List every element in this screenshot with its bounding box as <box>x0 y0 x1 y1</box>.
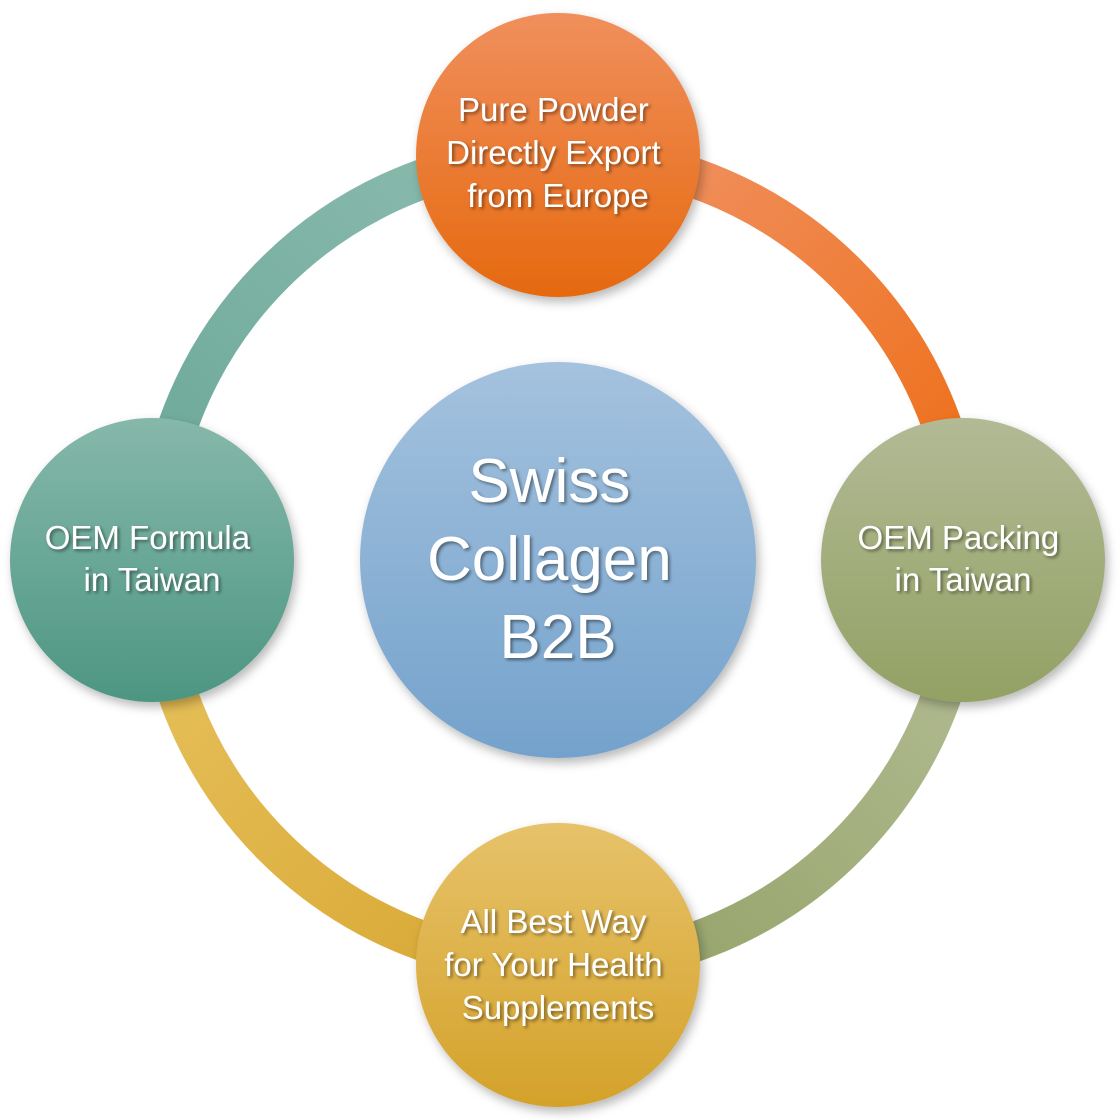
node-bottom-line-2: for Your Health <box>444 946 662 983</box>
node-bottom-circle <box>416 823 700 1107</box>
node-right: OEM Packing in Taiwan <box>821 418 1105 702</box>
node-right-label: OEM Packing in Taiwan <box>858 519 1069 598</box>
node-top-line-1: Pure Powder <box>458 91 649 128</box>
node-bottom-line-3: Supplements <box>462 989 655 1026</box>
node-top-line-2: Directly Export <box>446 134 661 171</box>
node-bottom: All Best Way for Your Health Supplements <box>416 823 700 1107</box>
node-top-label: Pure Powder Directly Export from Europe <box>446 91 670 214</box>
node-right-circle <box>821 418 1105 702</box>
node-bottom-label: All Best Way for Your Health Supplements <box>444 903 672 1026</box>
center-node: Swiss Collagen B2B <box>360 362 756 758</box>
node-top-circle <box>416 13 700 297</box>
center-label-line-2: Collagen <box>427 525 672 594</box>
node-top-line-3: from Europe <box>467 177 649 214</box>
node-bottom-line-1: All Best Way <box>461 903 647 940</box>
node-left-label: OEM Formula in Taiwan <box>45 519 260 598</box>
node-left-line-2: in Taiwan <box>84 561 221 598</box>
node-right-line-1: OEM Packing <box>858 519 1060 556</box>
node-left: OEM Formula in Taiwan <box>10 418 294 702</box>
node-right-line-2: in Taiwan <box>895 561 1032 598</box>
node-left-circle <box>10 418 294 702</box>
node-left-line-1: OEM Formula <box>45 519 251 556</box>
center-circle <box>360 362 756 758</box>
center-label: Swiss Collagen B2B <box>427 447 689 672</box>
center-label-line-1: Swiss <box>468 447 630 516</box>
center-label-line-3: B2B <box>499 603 616 672</box>
node-top: Pure Powder Directly Export from Europe <box>416 13 700 297</box>
